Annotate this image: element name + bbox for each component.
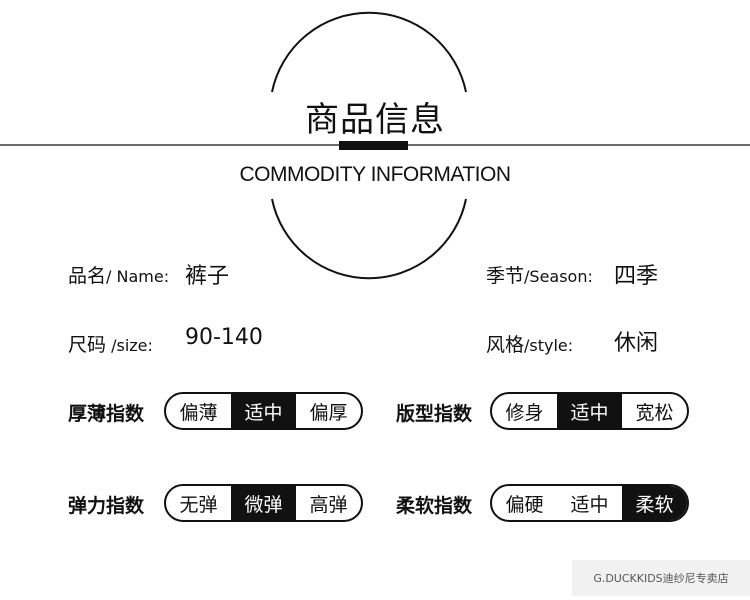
fit-option-slim: 修身 (505, 401, 544, 424)
fit-option-loose: 宽松 (635, 401, 674, 424)
style-value: 休闲 (614, 331, 659, 356)
thickness-option-thin: 偏薄 (179, 401, 218, 424)
softness-option-soft: 柔软 (622, 486, 687, 520)
elasticity-option-slight: 微弹 (231, 486, 296, 520)
name-label-cn: 品名 (68, 265, 107, 287)
page-subtitle: COMMODITY INFORMATION (239, 163, 511, 186)
season-label: 季节/Season: (486, 261, 593, 288)
elasticity-index-scale: 无弹 微弹 高弹 (164, 484, 363, 522)
softness-index-label: 柔软指数 (396, 495, 473, 517)
style-label-en: /style: (524, 336, 574, 355)
fit-option-regular: 适中 (557, 394, 622, 428)
elasticity-option-high: 高弹 (309, 493, 348, 516)
thickness-index-label: 厚薄指数 (68, 403, 145, 425)
thickness-option-thick: 偏厚 (309, 401, 348, 424)
softness-option-medium: 适中 (570, 493, 609, 516)
style-label: 风格/style: (486, 330, 573, 357)
name-label: 品名/ Name: (68, 261, 169, 288)
thickness-option-medium: 适中 (231, 394, 296, 428)
bottom-arc (271, 198, 467, 280)
thickness-index-scale: 偏薄 适中 偏厚 (164, 392, 363, 430)
fit-index-scale: 修身 适中 宽松 (490, 392, 689, 430)
style-label-cn: 风格 (486, 334, 525, 356)
elasticity-index-label: 弹力指数 (68, 495, 145, 517)
season-label-en: /Season: (524, 267, 593, 286)
elasticity-option-none: 无弹 (179, 493, 218, 516)
softness-option-hard: 偏硬 (505, 493, 544, 516)
store-watermark: G.DUCKKIDS迪纱尼专卖店 (572, 560, 750, 596)
fit-index-label: 版型指数 (396, 403, 473, 425)
size-label-cn: 尺码 (68, 334, 107, 356)
season-value: 四季 (614, 264, 659, 289)
size-label-en: /size: (106, 336, 153, 355)
divider-bar (339, 141, 408, 150)
size-value: 90-140 (185, 325, 263, 350)
top-arc (271, 11, 467, 93)
season-label-cn: 季节 (486, 265, 525, 287)
size-label: 尺码 /size: (68, 330, 153, 357)
name-label-en: / Name: (106, 267, 170, 286)
softness-index-scale: 偏硬 适中 柔软 (490, 484, 689, 522)
page-title: 商品信息 (305, 100, 445, 140)
name-value: 裤子 (185, 264, 230, 289)
